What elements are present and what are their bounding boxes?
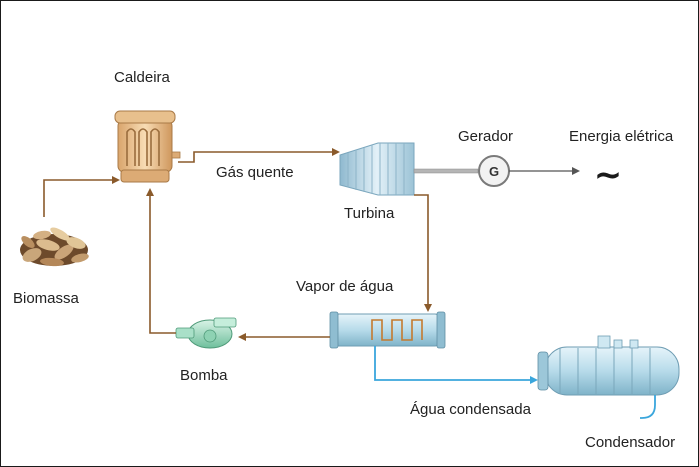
condensed-water-flow: [374, 346, 538, 384]
electric-energy-label: Energia elétrica: [569, 128, 674, 145]
biomass-label: Biomassa: [13, 290, 79, 307]
turbine-icon: [339, 142, 415, 196]
hot-gas-flow: [178, 148, 340, 163]
turbine-to-exchanger-flow: [414, 194, 432, 312]
generator-label: Gerador: [458, 128, 514, 145]
boiler-label: Caldeira: [114, 69, 170, 86]
ac-wave-icon: ~: [594, 155, 623, 195]
condensed-water-label: Água condensada: [410, 401, 531, 418]
hot-gas-label: Gás quente: [216, 164, 294, 181]
condenser-loop-line: [640, 395, 656, 419]
turbine-shaft: [413, 168, 479, 174]
condenser-label: Condensador: [585, 434, 676, 451]
pump-to-boiler-flow: [146, 188, 176, 334]
turbine-label: Turbina: [344, 205, 395, 222]
biomass-to-boiler-flow: [43, 176, 120, 217]
generator-symbol: G: [489, 164, 499, 179]
condenser-tank-icon: [537, 335, 680, 396]
boiler-icon: [114, 110, 181, 183]
pump-label: Bomba: [180, 367, 228, 384]
pump-icon: [175, 317, 237, 349]
heat-exchanger-icon: [329, 311, 446, 349]
steam-label: Vapor de água: [296, 278, 394, 295]
biomass-pile-icon: [20, 227, 89, 267]
